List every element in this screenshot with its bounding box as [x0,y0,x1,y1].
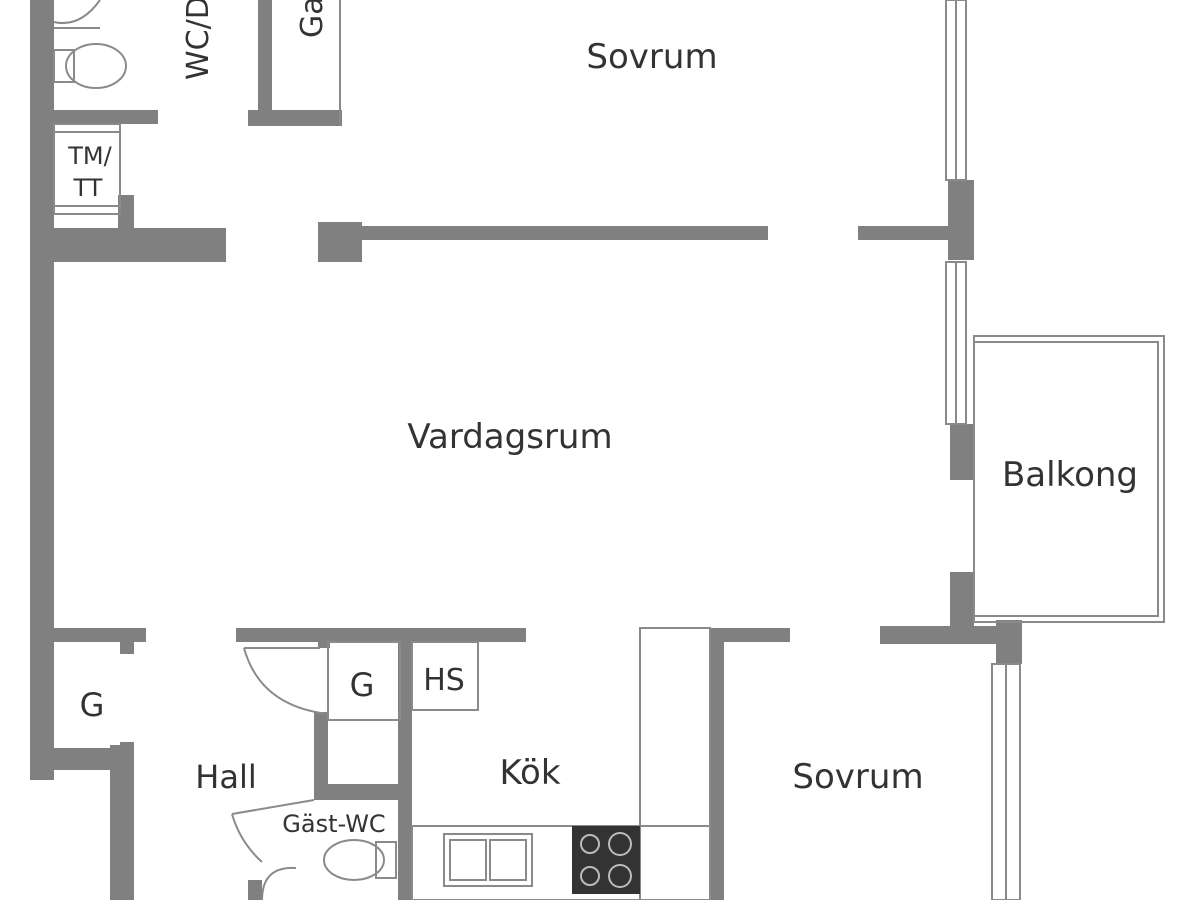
wall-tmtt-right [118,195,134,235]
thin-lines [53,0,1165,900]
wall-left-exterior [30,0,54,780]
sink-gastwc [261,866,297,900]
walls [30,0,1022,900]
wall-g-bottom-stub [120,742,134,762]
g-mid-box [327,641,401,721]
label-gast-wc: Gäst-WC [282,810,385,838]
cooktop-burner-2 [608,832,632,856]
wall-gastwc-left [314,712,328,800]
label-hs: HS [423,663,465,698]
cooktop-surface [572,826,640,894]
cooktop [572,826,640,894]
label-garderob-top: Ga [295,0,330,38]
room-labels: Sovrum WC/D Ga TM/ TT Vardagsrum Balkong… [67,0,1138,838]
label-tm: TM/ [67,142,112,170]
wall-bedroom-partition [340,226,768,240]
hs-box [411,641,479,711]
wall-hall-top [236,628,526,642]
wall-right-corner-down [996,620,1022,664]
label-wc-top: WC/D [181,0,216,80]
wall-kok-right [710,628,724,900]
kitchen-counter [411,825,711,900]
toilet-gastwc-tank [375,841,397,879]
wall-gastwc-bottom [314,784,404,800]
sink-top [53,0,101,24]
label-hall: Hall [195,758,256,796]
kitchen-tall-cabinet [639,627,711,900]
wall-garderob-left [258,0,272,120]
wall-kok-left [398,628,412,900]
door-swing-gastwc [231,799,315,863]
cooktop-burner-3 [580,866,600,886]
label-sovrum-bottom: Sovrum [792,757,923,797]
label-balkong: Balkong [1002,455,1138,495]
label-g-left: G [80,686,105,724]
wall-right-pier-top [948,180,974,260]
wall-kok-top-right [710,628,790,642]
wall-right-corner [880,626,1022,644]
door-swing-g [243,647,329,715]
wall-hall-bottom-left [248,880,262,900]
label-vardagsrum: Vardagsrum [407,417,612,457]
kitchen-sink-bowl-right [489,839,527,881]
label-sovrum-top: Sovrum [586,37,717,77]
wall-left-step [30,748,134,770]
label-tt: TT [73,174,103,202]
label-g-mid: G [350,666,375,704]
wall-right-pier-mid [950,424,974,480]
cooktop-burner-4 [608,864,632,888]
toilet-gastwc [323,839,385,881]
kitchen-sink-bowl-left [449,839,487,881]
wall-wc-shelf [54,110,158,124]
wall-left-lower [110,745,134,900]
toilet-top [65,43,127,89]
label-kok: Kök [499,753,560,793]
toilet-top-tank [53,49,75,83]
wall-bedroom-partition-right [858,226,958,240]
wall-g-stub [120,628,134,654]
cooktop-burner-1 [580,834,600,854]
balcony-inner [973,341,1159,617]
wall-garderob-bottom [248,110,342,126]
tmtt-box [53,123,121,215]
kitchen-sink [443,833,533,887]
